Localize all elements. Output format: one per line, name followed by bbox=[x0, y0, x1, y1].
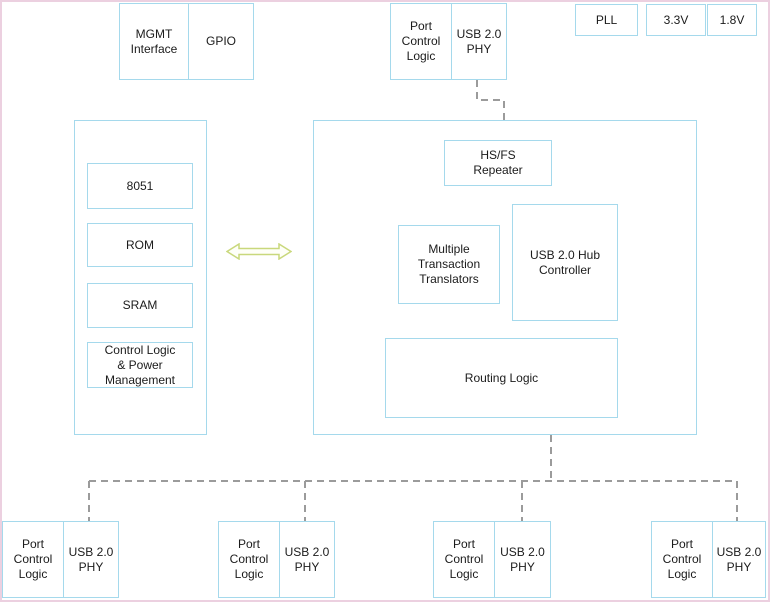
port-control-logic-label: Port Control Logic bbox=[401, 19, 441, 63]
downstream-port-box-4: Port Control Logic USB 2.0 PHY bbox=[651, 521, 766, 598]
block-control-power-label: Control Logic & Power Management bbox=[104, 342, 176, 387]
pll-label: PLL bbox=[595, 12, 618, 27]
block-hsfs-repeater-label: HS/FS Repeater bbox=[473, 148, 523, 177]
downstream1-phy-cell: USB 2.0 PHY bbox=[63, 522, 118, 597]
gpio-label: GPIO bbox=[205, 34, 236, 48]
block-rom: ROM bbox=[87, 223, 193, 267]
block-transaction-translators: Multiple Transaction Translators bbox=[398, 225, 500, 304]
downstream1-port-control-cell: Port Control Logic bbox=[3, 522, 63, 597]
power-1v8-label: 1.8V bbox=[719, 12, 745, 27]
port-control-logic-label: Port Control Logic bbox=[662, 537, 702, 581]
downstream2-phy-cell: USB 2.0 PHY bbox=[279, 522, 334, 597]
bidirectional-arrow-icon bbox=[226, 243, 292, 260]
block-routing-logic: Routing Logic bbox=[385, 338, 618, 418]
block-rom-label: ROM bbox=[126, 237, 154, 252]
block-sram: SRAM bbox=[87, 283, 193, 328]
downstream3-phy-cell: USB 2.0 PHY bbox=[494, 522, 550, 597]
port-control-logic-label: Port Control Logic bbox=[13, 537, 53, 581]
usb-phy-label: USB 2.0 PHY bbox=[68, 544, 114, 574]
port-control-logic-label: Port Control Logic bbox=[229, 537, 269, 581]
block-control-power: Control Logic & Power Management bbox=[87, 342, 193, 388]
mgmt-interface-cell: MGMT Interface bbox=[120, 4, 188, 79]
downstream2-port-control-cell: Port Control Logic bbox=[219, 522, 279, 597]
block-8051-label: 8051 bbox=[126, 178, 154, 193]
upstream-port-control-cell: Port Control Logic bbox=[391, 4, 451, 79]
downstream4-port-control-cell: Port Control Logic bbox=[652, 522, 712, 597]
block-8051: 8051 bbox=[87, 163, 193, 209]
power-1v8-box: 1.8V bbox=[707, 4, 757, 36]
hub-core-box: HS/FS Repeater Multiple Transaction Tran… bbox=[313, 120, 697, 435]
upstream-phy-cell: USB 2.0 PHY bbox=[451, 4, 506, 79]
block-transaction-translators-label: Multiple Transaction Translators bbox=[417, 242, 481, 286]
downstream-port-box-3: Port Control Logic USB 2.0 PHY bbox=[433, 521, 551, 598]
usb-phy-label: USB 2.0 PHY bbox=[456, 26, 502, 56]
downstream4-phy-cell: USB 2.0 PHY bbox=[712, 522, 765, 597]
gpio-cell: GPIO bbox=[188, 4, 253, 79]
pll-box: PLL bbox=[575, 4, 638, 36]
cpu-subsystem-box: 8051 ROM SRAM Control Logic & Power Mana… bbox=[74, 120, 207, 435]
block-sram-label: SRAM bbox=[122, 298, 158, 312]
power-3v3-label: 3.3V bbox=[663, 12, 689, 27]
power-3v3-box: 3.3V bbox=[646, 4, 706, 36]
downstream3-port-control-cell: Port Control Logic bbox=[434, 522, 494, 597]
block-routing-logic-label: Routing Logic bbox=[464, 370, 539, 385]
usb-phy-label: USB 2.0 PHY bbox=[284, 544, 330, 574]
usb-phy-label: USB 2.0 PHY bbox=[500, 544, 545, 574]
mgmt-gpio-box: MGMT Interface GPIO bbox=[119, 3, 254, 80]
block-hsfs-repeater: HS/FS Repeater bbox=[444, 140, 552, 186]
block-hub-controller-label: USB 2.0 Hub Controller bbox=[529, 247, 601, 277]
upstream-port-box: Port Control Logic USB 2.0 PHY bbox=[390, 3, 507, 80]
downstream-port-box-2: Port Control Logic USB 2.0 PHY bbox=[218, 521, 335, 598]
usb-phy-label: USB 2.0 PHY bbox=[716, 544, 762, 574]
dashed-connector-upstream bbox=[476, 80, 505, 120]
port-control-logic-label: Port Control Logic bbox=[444, 537, 484, 581]
mgmt-interface-label: MGMT Interface bbox=[130, 26, 178, 56]
block-hub-controller: USB 2.0 Hub Controller bbox=[512, 204, 618, 321]
downstream-port-box-1: Port Control Logic USB 2.0 PHY bbox=[2, 521, 119, 598]
